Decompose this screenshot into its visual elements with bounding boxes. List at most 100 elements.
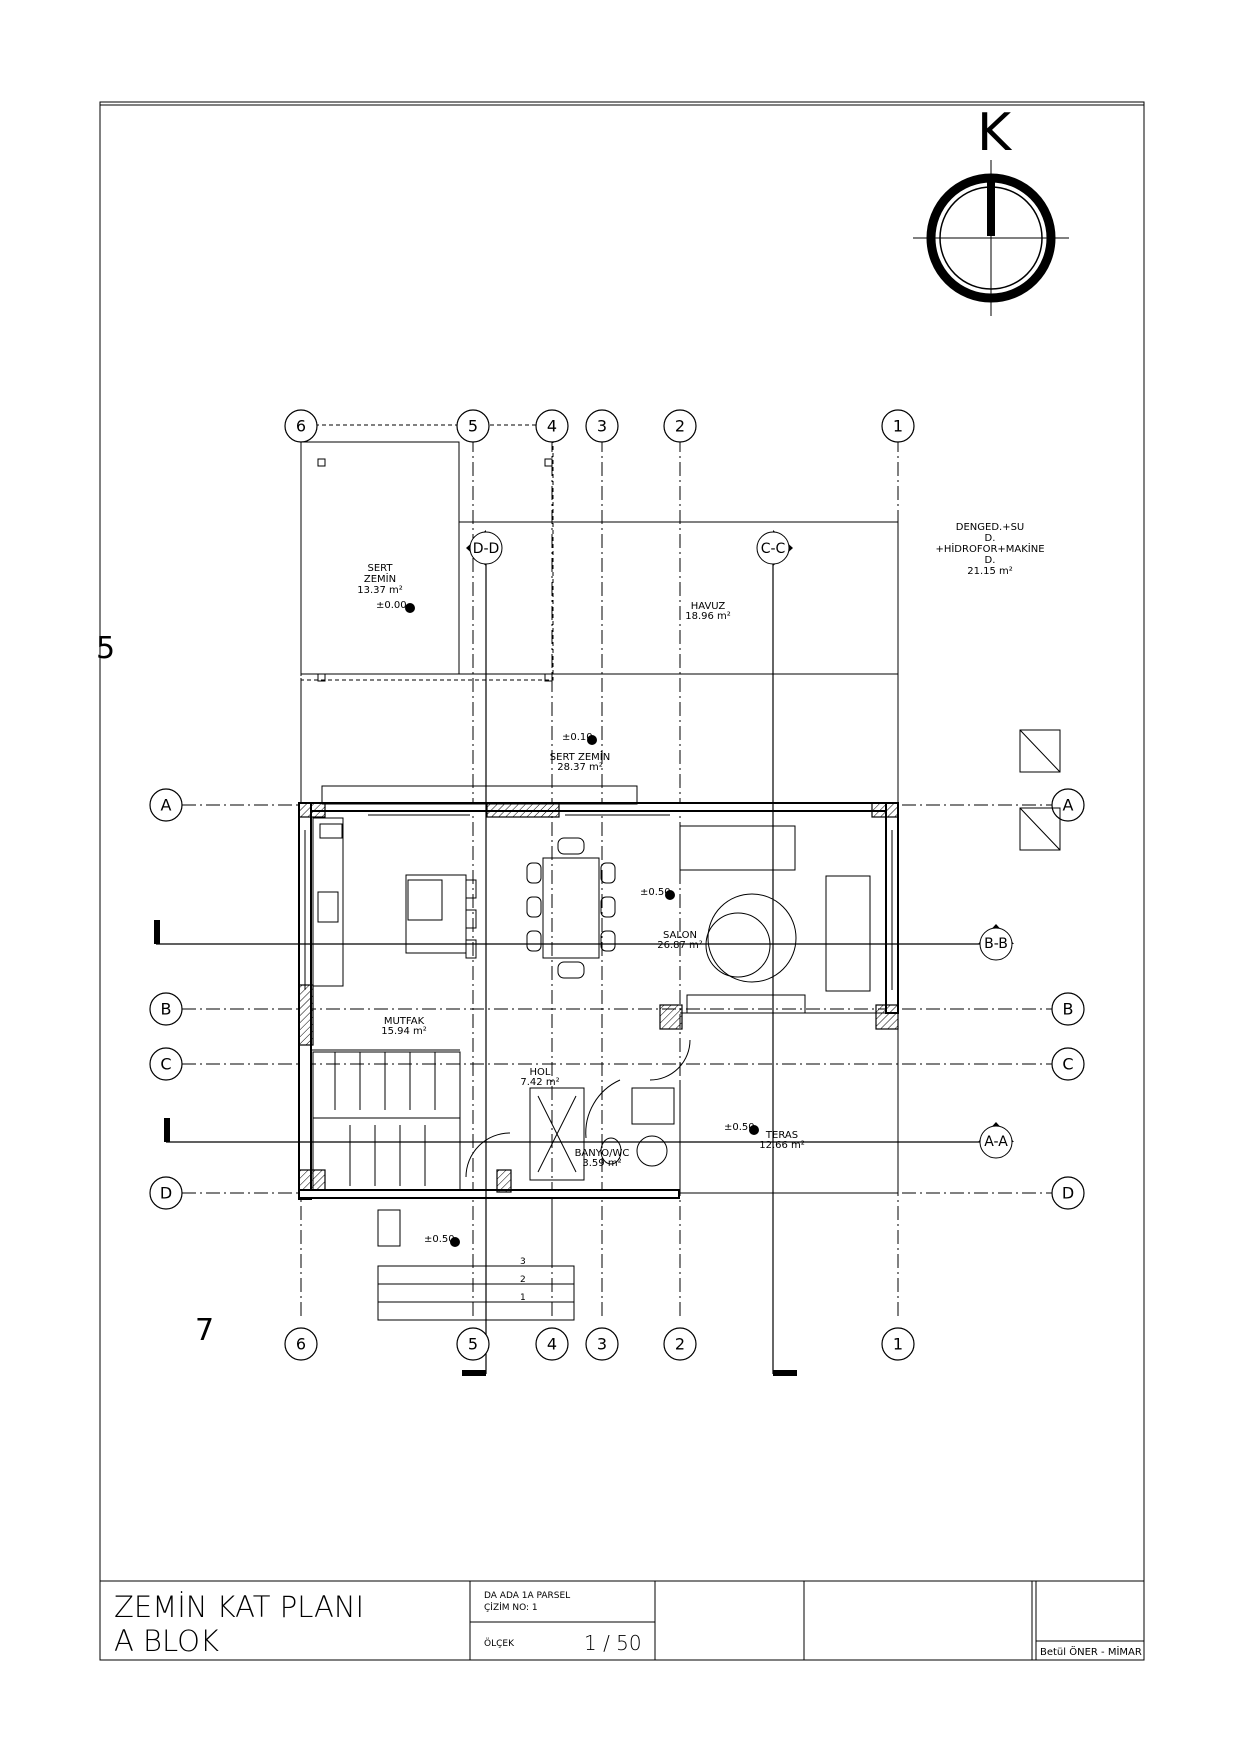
section-label-dd: D-D <box>473 541 500 557</box>
grid-bubble-6-bottom: 6 <box>284 1327 318 1361</box>
room-denge-line4: D. <box>985 555 996 566</box>
dining-table <box>542 857 600 959</box>
room-hol-name: HOL <box>530 1067 551 1078</box>
column-hatch <box>871 802 899 818</box>
dining-set <box>526 837 616 979</box>
kitchen-counter <box>312 817 344 987</box>
building-walls <box>298 785 899 1200</box>
step-number-3: 3 <box>520 1257 526 1267</box>
stair-well <box>312 1051 461 1191</box>
column-marker <box>317 458 326 467</box>
section-mark-cc-bottom <box>773 1370 797 1376</box>
dining-chair <box>557 837 585 855</box>
column-hatch <box>875 1004 899 1030</box>
room-banyo-area: 3.59 m² <box>582 1158 621 1169</box>
svg-text:1: 1 <box>893 417 903 436</box>
island-cooktop <box>407 879 443 921</box>
room-salon-name: SALON <box>663 930 697 941</box>
svg-text:A: A <box>1063 796 1074 815</box>
dining-chair <box>600 930 616 952</box>
level-marker-icon <box>450 1237 460 1247</box>
toilet <box>600 1137 622 1165</box>
entry-steps: 3 2 1 <box>377 1198 575 1321</box>
bar-stool <box>465 879 477 899</box>
step-number-2: 2 <box>520 1275 526 1285</box>
level-marker-icon <box>587 735 597 745</box>
north-label: K <box>977 103 1013 163</box>
grid-bubble-1-bottom: 1 <box>881 1327 915 1361</box>
room-mutfak-name: MUTFAK <box>384 1016 425 1027</box>
project-info-line2: ÇİZİM NO: 1 <box>484 1602 538 1613</box>
section-label-aa: A-A <box>984 1134 1008 1150</box>
grid-bubble-2-top: 2 <box>663 409 697 443</box>
svg-text:A: A <box>161 796 172 815</box>
dining-chair <box>526 930 542 952</box>
sert-zemin-top-outline <box>300 424 554 681</box>
svg-text:5: 5 <box>468 417 478 436</box>
svg-text:6: 6 <box>296 1335 306 1354</box>
svg-text:D: D <box>1062 1184 1074 1203</box>
living-furniture <box>679 825 871 1014</box>
planter <box>377 1209 401 1247</box>
scale-label: ÖLÇEK <box>484 1638 515 1649</box>
side-detail-1 <box>1019 729 1061 773</box>
grid-bubble-3-bottom: 3 <box>585 1327 619 1361</box>
sert-zemin-top-slab <box>300 441 460 675</box>
svg-text:2: 2 <box>675 417 685 436</box>
section-label-cc: C-C <box>761 541 786 557</box>
room-teras-area: 12.66 m² <box>759 1140 805 1151</box>
svg-text:4: 4 <box>547 1335 557 1354</box>
column-marker <box>544 458 553 467</box>
grid-bubble-4-bottom: 4 <box>535 1327 569 1361</box>
side-detail-2-diag <box>1019 807 1061 851</box>
section-marker-cc: C-C <box>756 530 793 566</box>
grid-bubble-5-top: 5 <box>456 409 490 443</box>
room-salon-area: 26.87 m² <box>657 940 703 951</box>
kitchen-sink <box>317 891 339 923</box>
level-marker-icon <box>749 1125 759 1135</box>
shower <box>529 1087 585 1181</box>
column-hatch <box>486 802 560 818</box>
level-salon: ±0.50 <box>640 887 671 898</box>
section-marker-aa: A-A <box>978 1122 1014 1159</box>
room-denge-line3: +HİDROFOR+MAKİNE <box>935 542 1044 555</box>
sofa-right <box>825 875 871 992</box>
title-block: ZEMİN KAT PLANI A BLOK DA ADA 1A PARSEL … <box>100 1580 1144 1660</box>
room-denge-line2: D. <box>985 533 996 544</box>
edge-number-lower-left: 7 <box>195 1313 214 1348</box>
column-hatch <box>659 1004 683 1030</box>
svg-text:D: D <box>160 1184 172 1203</box>
canopy <box>321 785 638 805</box>
edge-number-left: 5 <box>96 631 115 666</box>
room-havuz-name: HAVUZ <box>691 601 726 612</box>
section-label-bb: B-B <box>984 936 1008 952</box>
side-detail-1-diag <box>1019 729 1061 773</box>
svg-text:1: 1 <box>893 1335 903 1354</box>
kitchen-island <box>405 874 467 954</box>
room-sert-zemin-top-area: 13.37 m² <box>357 585 403 596</box>
sheet-border <box>99 101 1145 1661</box>
grid-bubble-c-left: C <box>149 1047 183 1081</box>
grid-bubble-1-top: 1 <box>881 409 915 443</box>
room-sert-zemin-top-line1: SERT <box>368 563 394 574</box>
grid-bubbles-side: A B C D A B C D <box>149 788 1085 1210</box>
step-2 <box>377 1283 575 1303</box>
level-markers <box>405 603 759 1247</box>
step-1 <box>377 1301 575 1321</box>
dining-chair <box>526 896 542 918</box>
svg-text:6: 6 <box>296 417 306 436</box>
level-entry: ±0.50 <box>424 1234 455 1245</box>
svg-text:5: 5 <box>468 1335 478 1354</box>
bar-stool <box>465 909 477 929</box>
section-mark-dd-bottom <box>462 1370 486 1376</box>
coffee-table <box>705 912 771 978</box>
shower-diagonal <box>537 1095 577 1173</box>
svg-text:3: 3 <box>597 1335 607 1354</box>
svg-text:C: C <box>160 1055 171 1074</box>
section-mark-aa-left <box>164 1118 170 1142</box>
dining-chair <box>557 961 585 979</box>
room-teras-name: TERAS <box>765 1130 798 1141</box>
grid-bubble-4-top: 4 <box>535 409 569 443</box>
project-info-line1: DA ADA 1A PARSEL <box>484 1591 570 1601</box>
